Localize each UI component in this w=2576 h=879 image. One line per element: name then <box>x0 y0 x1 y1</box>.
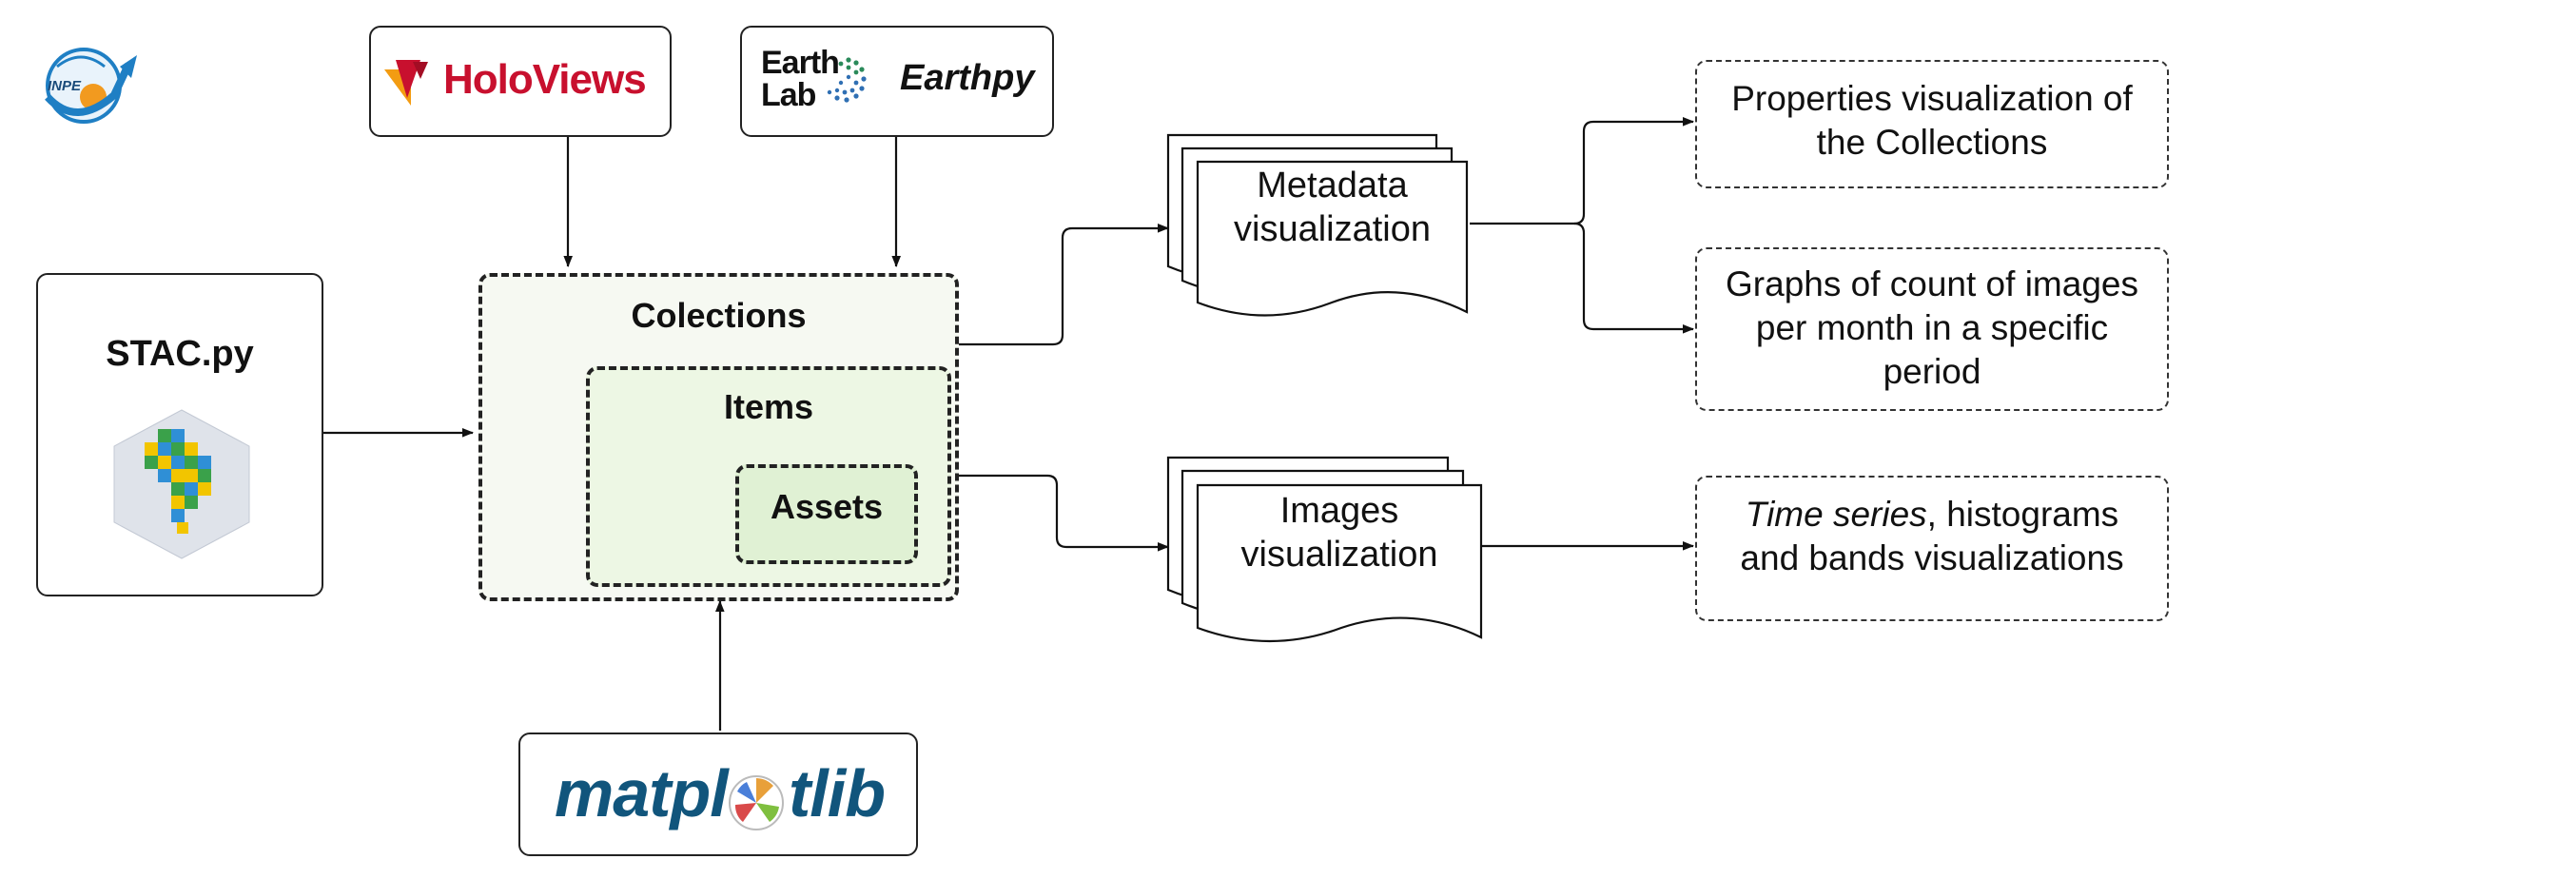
inpe-logo-icon <box>45 48 137 124</box>
images-document <box>1196 483 1483 643</box>
output-graphs-line3: period <box>1883 352 1981 391</box>
stac-cube-icon <box>113 409 250 559</box>
assets-container: Assets <box>735 464 918 564</box>
output-properties-text: Properties visualization of the Collecti… <box>1697 77 2167 165</box>
metadata-label-line2: visualization <box>1234 209 1431 249</box>
inpe-logo-text: INPE <box>48 78 82 94</box>
output-timeseries-line2: and bands visualizations <box>1740 538 2124 577</box>
matplotlib-box: matpl tlib <box>518 732 918 856</box>
output-timeseries-text: Time series, histograms and bands visual… <box>1697 493 2167 580</box>
earthlab-dots-icon <box>827 57 867 103</box>
metadata-label-line1: Metadata <box>1257 166 1408 205</box>
stac-box: STAC.py <box>36 273 323 596</box>
arrow-metadata-to-graphs <box>1573 222 1695 334</box>
images-label-line2: visualization <box>1240 535 1438 575</box>
matplotlib-polar-icon <box>729 775 784 830</box>
metadata-document-stack <box>1166 133 1469 317</box>
arrow-assets-to-images <box>945 474 1170 552</box>
output-timeseries-italic: Time series <box>1745 495 1927 534</box>
matplotlib-wordmark-left: matpl <box>555 756 729 830</box>
assets-label: Assets <box>770 487 884 526</box>
output-graphs-box: Graphs of count of images per month in a… <box>1695 247 2169 411</box>
output-timeseries-rest: , histograms <box>1926 495 2119 534</box>
collections-label: Colections <box>631 296 807 335</box>
holoviews-icon <box>384 60 428 106</box>
images-visualization-label: Images visualization <box>1198 489 1481 576</box>
output-timeseries-line1: Time series, histograms <box>1697 493 2167 537</box>
output-graphs-text: Graphs of count of images per month in a… <box>1697 263 2167 394</box>
output-timeseries-box: Time series, histograms and bands visual… <box>1695 476 2169 621</box>
images-label-line1: Images <box>1279 491 1399 531</box>
earthlab-wordmark-line2: Lab <box>761 77 816 113</box>
output-properties-box: Properties visualization of the Collecti… <box>1695 60 2169 188</box>
earthlab-wordmark-line1: Earth <box>761 45 840 81</box>
stac-label: STAC.py <box>106 334 254 374</box>
output-properties-line1: Properties visualization of <box>1731 79 2133 118</box>
matplotlib-wordmark-right: tlib <box>789 756 886 830</box>
arrow-metadata-split <box>1470 117 1695 225</box>
metadata-document <box>1196 160 1469 317</box>
output-properties-line2: the Collections <box>1816 123 2048 162</box>
holoviews-wordmark: HoloViews <box>443 56 647 103</box>
output-graphs-line2: per month in a specific <box>1755 308 2109 347</box>
earthpy-box: Earth Lab Earthpy <box>740 26 1054 137</box>
output-graphs-line1: Graphs of count of images <box>1726 264 2138 303</box>
inpe-logo: INPE <box>38 38 147 133</box>
items-label: Items <box>723 387 814 426</box>
earthpy-wordmark: Earthpy <box>900 58 1035 98</box>
arrow-collections-to-metadata <box>959 224 1170 346</box>
holoviews-box: HoloViews <box>369 26 672 137</box>
metadata-visualization-label: Metadata visualization <box>1198 164 1467 251</box>
images-document-stack <box>1166 456 1483 643</box>
